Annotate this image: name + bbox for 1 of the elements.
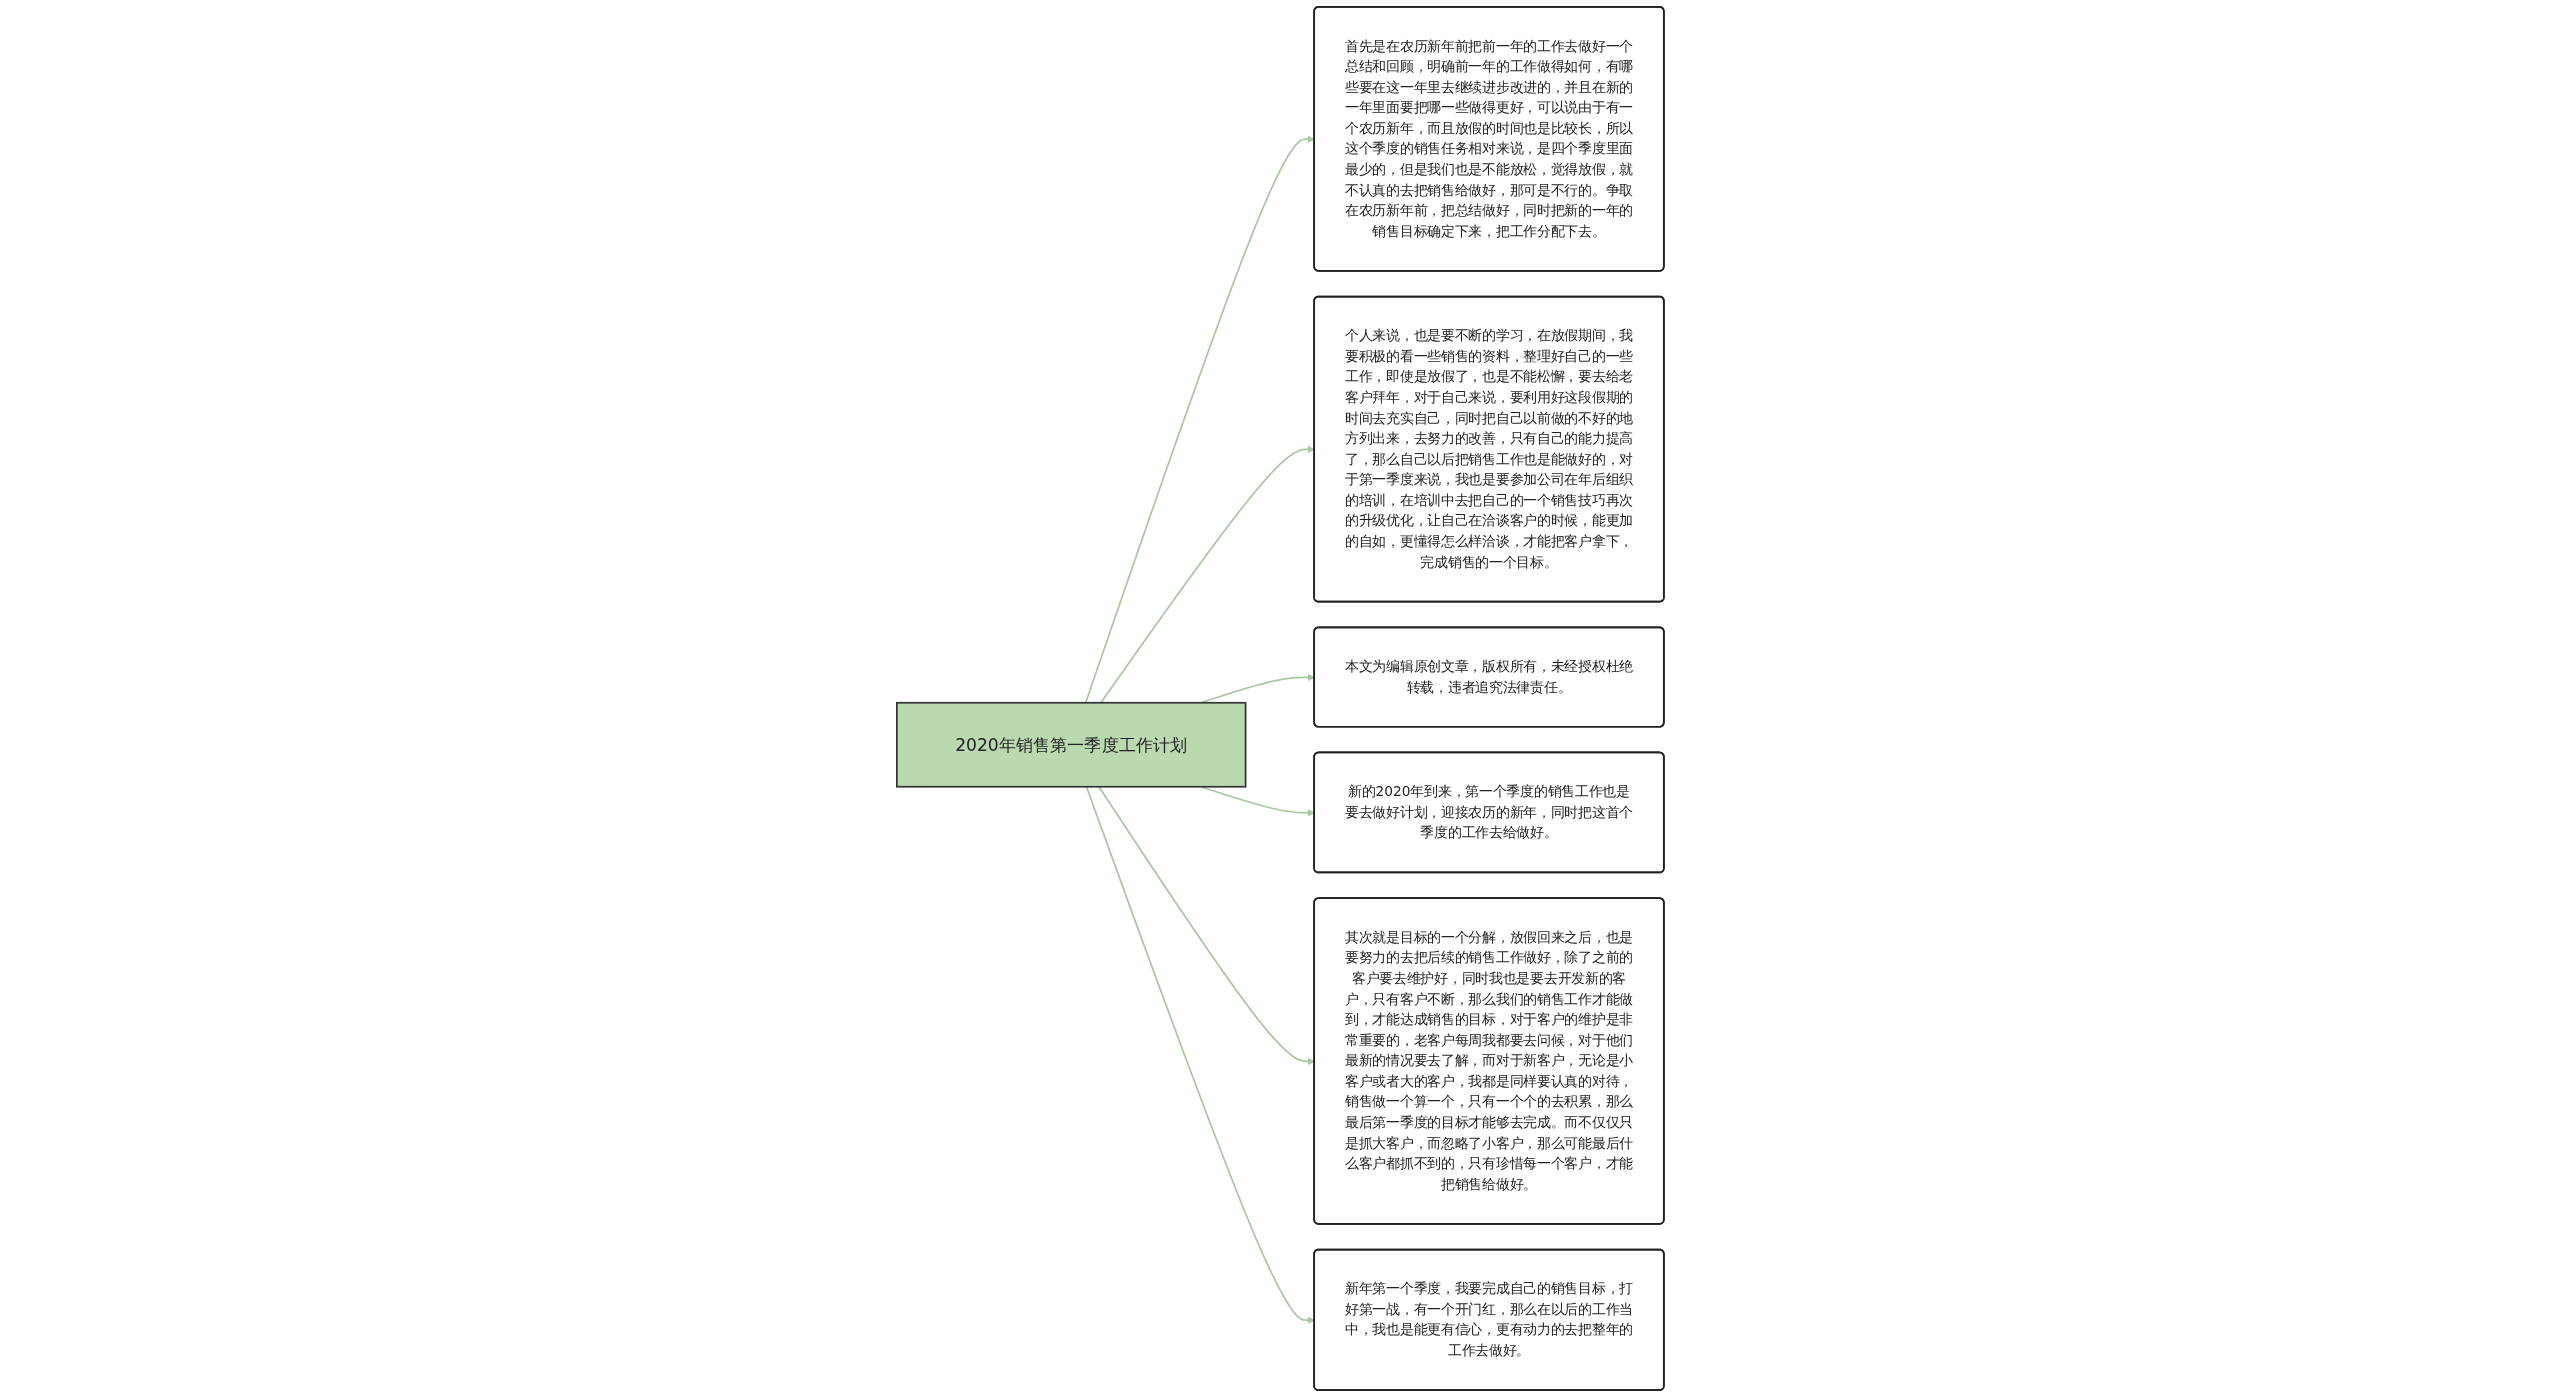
node-box: 2020年销售第一季度工作计划 bbox=[895, 701, 1247, 788]
